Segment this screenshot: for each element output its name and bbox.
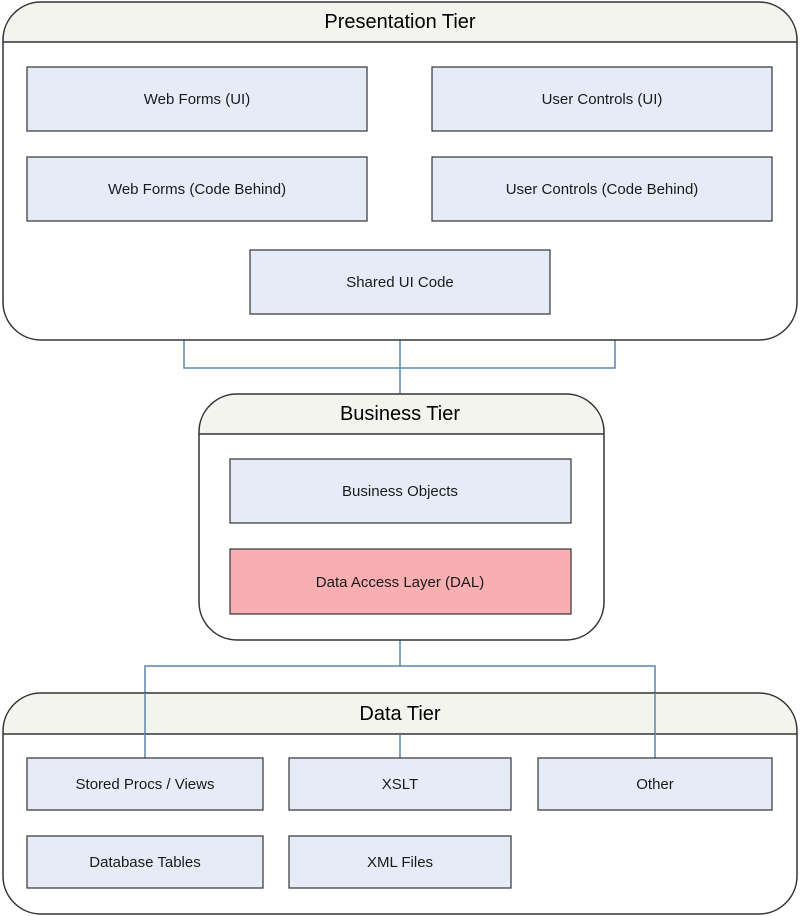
xslt-label: XSLT	[382, 776, 418, 793]
user-controls-code-behind-label: User Controls (Code Behind)	[506, 181, 699, 198]
web-forms-code-behind-label: Web Forms (Code Behind)	[108, 181, 286, 198]
web-forms-ui-label: Web Forms (UI)	[144, 91, 250, 108]
other-box	[537, 757, 773, 811]
stored-procs-views-box	[26, 757, 264, 811]
user-controls-code-behind-box	[431, 156, 773, 222]
stored-procs-views-label: Stored Procs / Views	[76, 776, 215, 793]
boxes	[26, 66, 773, 889]
shared-ui-code-label: Shared UI Code	[346, 274, 454, 291]
web-forms-ui-box	[26, 66, 368, 132]
user-controls-ui-box	[431, 66, 773, 132]
business-tier-title: Business Tier	[340, 403, 460, 425]
database-tables-label: Database Tables	[89, 854, 200, 871]
connector-data-tier-bus	[144, 665, 656, 693]
xslt-box	[288, 757, 512, 811]
business-objects-box	[229, 458, 572, 524]
presentation-tier-title: Presentation Tier	[324, 11, 476, 33]
web-forms-code-behind-box	[26, 156, 368, 222]
other-label: Other	[636, 776, 674, 793]
database-tables-box	[26, 835, 264, 889]
business-objects-label: Business Objects	[342, 483, 458, 500]
connectors-overlay	[144, 693, 656, 758]
shared-ui-code-box	[249, 249, 551, 315]
user-controls-ui-label: User Controls (UI)	[542, 91, 663, 108]
xml-files-box	[288, 835, 512, 889]
data-access-layer-box	[229, 548, 572, 615]
box-labels: Web Forms (UI) User Controls (UI) Web Fo…	[76, 91, 699, 871]
data-access-layer-label: Data Access Layer (DAL)	[316, 574, 484, 591]
data-tier-title: Data Tier	[359, 703, 440, 725]
xml-files-label: XML Files	[367, 854, 433, 871]
